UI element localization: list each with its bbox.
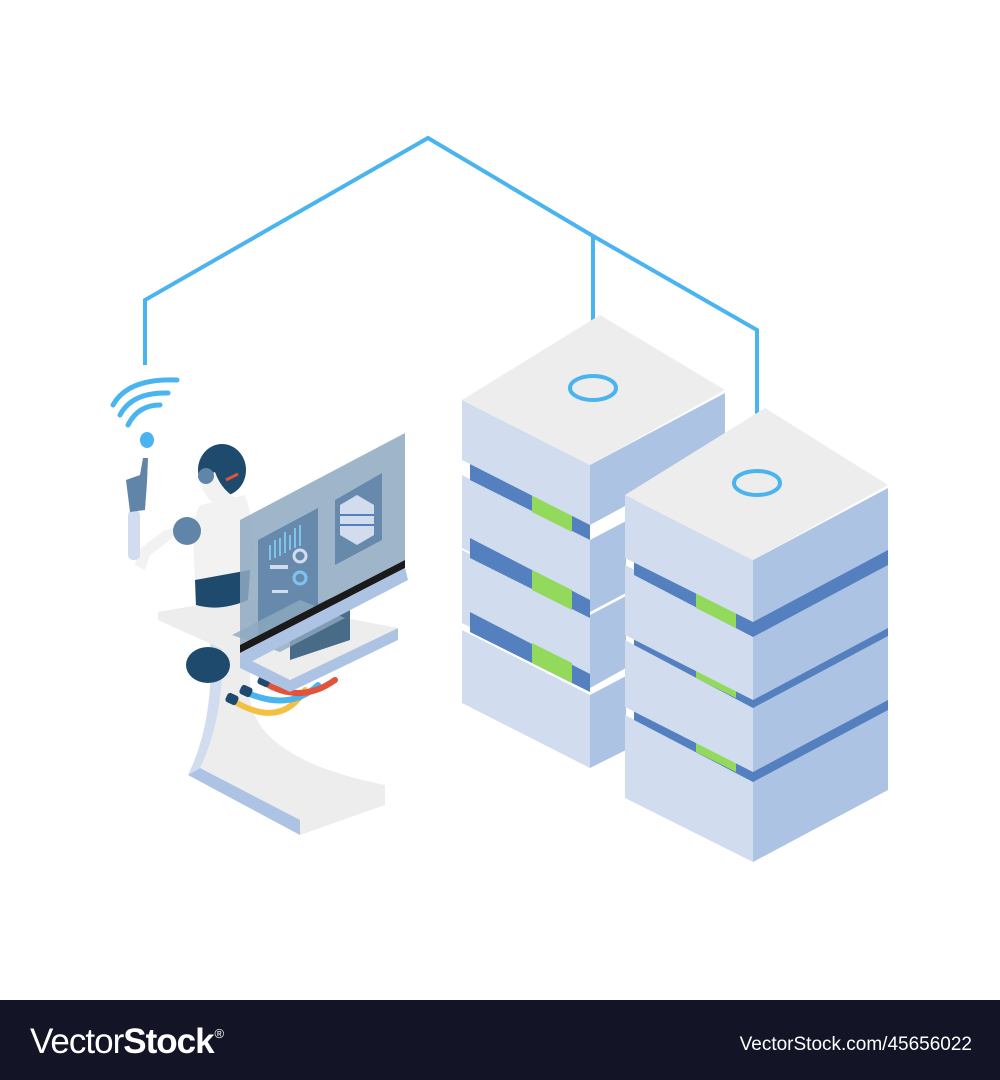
brand-bold: Stock <box>123 1022 214 1061</box>
brand-logo: VectorStock® <box>30 1022 225 1062</box>
registered-mark: ® <box>214 1026 225 1041</box>
image-reference: VectorStock.com/45656022 <box>739 1034 972 1055</box>
illustration-canvas <box>110 135 888 862</box>
holographic-monitor <box>232 433 408 666</box>
server-stack-right <box>625 408 888 862</box>
mini-server-icon <box>340 495 374 545</box>
mini-bar-chart-icon <box>269 525 301 560</box>
robot-figure <box>126 444 254 683</box>
server-stack-left <box>462 315 725 768</box>
footer-bar: VectorStock® VectorStock.com/45656022 <box>0 1000 1000 1080</box>
wifi-icon <box>110 377 180 448</box>
brand-light: Vector <box>30 1022 124 1061</box>
